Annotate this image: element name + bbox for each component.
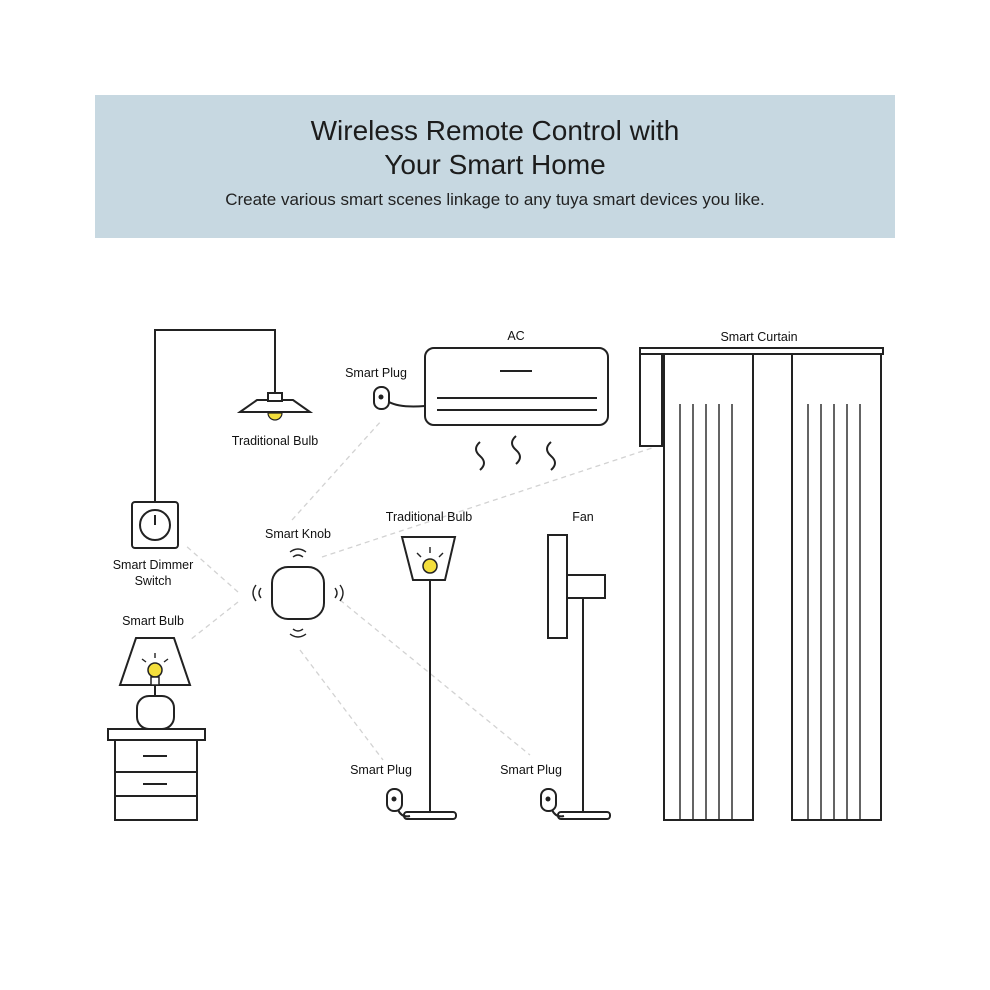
floor-lamp-base: [403, 811, 457, 820]
smart-curtain: Smart Curtain: [639, 330, 884, 821]
pendant-wiring: [154, 329, 276, 502]
airflow-icon: [475, 435, 556, 471]
signal-icon-top-inner: [292, 554, 304, 558]
pendant-bulb-icon: [267, 412, 283, 421]
label-traditional-bulb-lamp: Traditional Bulb: [386, 510, 472, 524]
label-smart-plug-lamp: Smart Plug: [350, 763, 412, 777]
smart-bulb-lamp: Smart Bulb: [107, 614, 206, 821]
wire: [154, 329, 276, 502]
lamp-shade: [118, 637, 192, 686]
header-title: Wireless Remote Control with Your Smart …: [95, 114, 895, 182]
pendant-shade: [236, 399, 314, 413]
ac-smart-plug: Smart Plug: [345, 366, 426, 410]
label-dimmer-line2: Switch: [135, 574, 172, 588]
smart-dimmer-switch: Smart Dimmer Switch: [113, 501, 194, 588]
label-fan: Fan: [572, 510, 594, 524]
lamp-smart-plug: Smart Plug: [350, 763, 412, 818]
pendant-lamp: Traditional Bulb: [232, 392, 318, 448]
ac-body: [424, 347, 609, 426]
curtain-folds-right: [807, 404, 861, 820]
curtain-motor: [639, 353, 663, 447]
floor-bulb-icon: [422, 558, 438, 574]
fan-base: [557, 811, 611, 820]
header-banner: Wireless Remote Control with Your Smart …: [95, 95, 895, 238]
link-knob-bulb: [189, 601, 239, 641]
plug-hole: [378, 394, 384, 400]
signal-icon-top-outer: [289, 548, 307, 553]
label-traditional-bulb-pendant: Traditional Bulb: [232, 434, 318, 448]
smart-bulb-icon: [147, 662, 163, 678]
header-subtitle: Create various smart scenes linkage to a…: [225, 190, 765, 209]
label-smart-curtain: Smart Curtain: [720, 330, 797, 344]
label-smart-knob: Smart Knob: [265, 527, 331, 541]
signal-icon-left-outer: [252, 584, 257, 602]
standing-fan: Fan: [547, 510, 611, 820]
link-knob-curtain: [321, 446, 656, 558]
bulb-rays: [141, 653, 169, 663]
pendant-socket: [267, 392, 283, 402]
link-knob-fan-plug: [339, 599, 531, 756]
header-title-line1: Wireless Remote Control with: [310, 115, 680, 146]
fan-head: [547, 534, 568, 639]
plug-cord: [388, 401, 426, 408]
bulb-base: [150, 676, 160, 686]
floor-bulb-rays: [416, 547, 444, 558]
label-smart-bulb: Smart Bulb: [122, 614, 184, 628]
label-smart-plug-fan: Smart Plug: [500, 763, 562, 777]
curtain-panel-right: [791, 353, 882, 821]
plug-cord: [397, 809, 411, 818]
signal-icon-bottom-outer: [289, 633, 307, 638]
header-title-line2: Your Smart Home: [384, 149, 606, 180]
label-smart-plug-ac: Smart Plug: [345, 366, 407, 380]
signal-icon-left-inner: [258, 587, 262, 599]
nightstand-body: [114, 739, 198, 821]
curtain-rail: [639, 347, 884, 355]
plug-hole: [391, 796, 397, 802]
link-knob-dimmer: [184, 544, 239, 593]
label-ac: AC: [507, 329, 524, 343]
curtain-folds-left: [679, 404, 733, 820]
plug-cord: [551, 809, 565, 818]
smart-knob-icon: [271, 566, 325, 620]
signal-waves: [252, 548, 344, 638]
floor-lamp: Traditional Bulb: [386, 510, 472, 820]
fan-smart-plug: Smart Plug: [500, 763, 565, 818]
link-knob-ac-plug: [291, 419, 383, 521]
air-conditioner: AC: [424, 329, 609, 471]
lamp-body: [136, 695, 175, 730]
signal-icon-right-outer: [339, 584, 344, 602]
curtain-panel-left: [663, 353, 754, 821]
label-dimmer-line1: Smart Dimmer: [113, 558, 194, 572]
wireless-links: [184, 419, 656, 761]
fan-motor: [566, 574, 606, 599]
plug-hole: [545, 796, 551, 802]
signal-icon-bottom-inner: [292, 628, 304, 632]
nightstand-top: [107, 728, 206, 741]
smart-knob: Smart Knob: [252, 527, 344, 638]
link-knob-lamp-plug: [299, 649, 384, 761]
signal-icon-right-inner: [334, 587, 338, 599]
